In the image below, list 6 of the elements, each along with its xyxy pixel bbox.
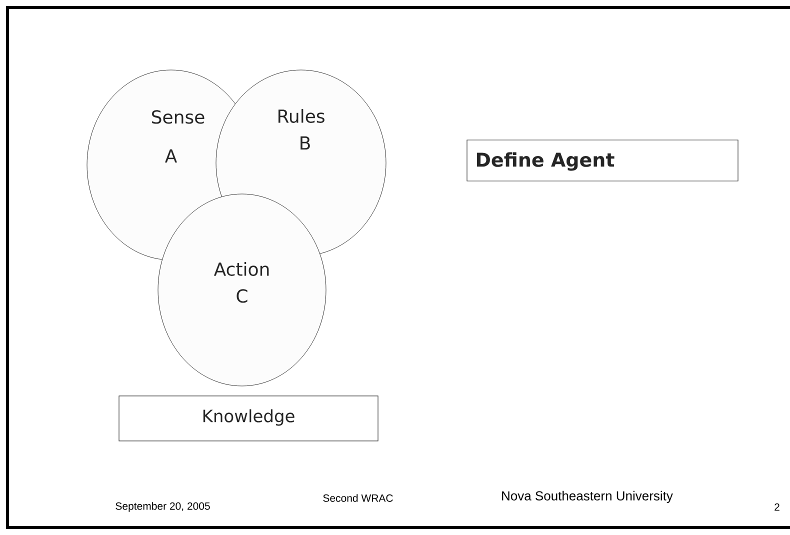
footer-text: 2	[774, 503, 780, 511]
footer-text: September 20, 2005	[116, 502, 210, 512]
footer-text: Nova Southeastern University	[502, 490, 673, 504]
text-box: Define Agent	[466, 140, 738, 182]
text-box: Knowledge	[118, 396, 378, 442]
footer-text: Second WRAC	[323, 494, 393, 502]
